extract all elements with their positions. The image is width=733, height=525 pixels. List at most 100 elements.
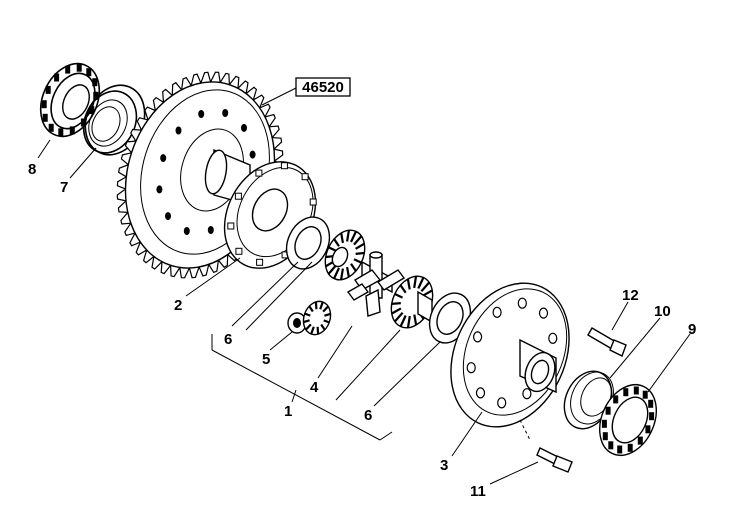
bearing-roller [42,113,48,122]
bearing-roller [86,68,92,77]
pinion-tooth [303,319,310,324]
side-gear-tooth [346,230,350,242]
bearing-roller [48,123,54,132]
ring-gear-hole [165,212,171,221]
bearing-roller [89,106,95,115]
bearing-roller [601,419,607,428]
ring-gear-hole [175,126,182,135]
bearing-roller [613,395,619,404]
leader-lines [37,87,691,485]
flange-bolt [256,258,264,266]
bearing-roller [633,386,639,395]
bearing-roller [54,73,60,82]
bearing-roller [648,399,654,408]
side-gear-tooth [399,315,407,327]
side-gear-tooth [413,314,418,326]
part-3-differential-case [450,282,570,428]
case-window [538,307,549,319]
flange-bolt [309,198,317,206]
flange-bolt [255,169,263,177]
case-window [473,331,483,343]
label-5: 5 [262,351,270,368]
ring-gear-hole [183,227,190,235]
label-6-upper: 6 [224,331,232,348]
side-gear-tooth [350,263,357,272]
side-gear-tooth [327,264,337,275]
reference-box: 46520 [295,77,351,97]
bearing-roller [76,63,82,72]
side-gear-tooth [355,251,365,255]
ring-gear-hole [156,185,163,194]
part-5-pinion-gear [287,300,332,336]
label-9: 9 [688,321,696,338]
pinion-tooth [316,326,320,335]
bearing-roller [617,445,623,454]
part-8-bearing-cone [39,62,101,138]
pinion-tooth [304,312,311,317]
ring-gear-hole [207,226,214,234]
side-gear-tooth [346,266,350,278]
bearing-roller [623,388,629,397]
flange-bolt [280,162,288,170]
ring-gear-hole [160,154,167,163]
ring-gear-hole [249,150,256,159]
part-11-bolt [536,447,573,473]
pinion-tooth [322,305,329,313]
bearing-roller [608,441,614,450]
bearing-roller [45,85,51,94]
side-gear-tooth [406,278,411,290]
flange-bolt [235,247,243,255]
pinion-tooth [310,326,315,335]
reference-number: 46520 [302,79,344,96]
side-gear-tooth [394,311,404,323]
bearing-roller [649,412,655,421]
label-6-lower: 6 [364,407,372,424]
case-window [497,397,507,409]
side-gear-tooth [340,232,344,244]
side-gear-tooth [353,235,363,246]
label-3: 3 [440,457,448,474]
bearing-roller [637,436,643,445]
spider-cross-shaft [346,251,406,317]
side-gear-tooth [422,289,433,297]
pinion-tooth [320,323,326,331]
side-gear-tooth [350,230,357,243]
flange-bolt [301,173,309,181]
bearing-roller [605,406,611,415]
callout-labels: 8 7 2 6 5 4 1 6 3 11 12 10 9 [28,161,696,500]
side-gear-tooth [391,307,402,315]
case-window [466,362,476,374]
label-11: 11 [470,483,486,500]
side-gear-tooth [353,258,362,264]
side-gear-tooth [340,268,344,280]
side-gear-tooth [413,276,418,289]
pinion-tooth [308,305,314,313]
pinion-tooth [305,323,312,331]
part-9-bearing-cone [599,384,657,456]
bearing-roller [93,91,99,100]
bearing-roller [645,425,651,434]
label-4: 4 [310,379,319,396]
label-12: 12 [622,287,639,304]
side-gear-tooth [328,246,337,252]
label-1: 1 [284,403,292,420]
side-gear-tooth [417,277,425,289]
bearing-roller [69,126,75,135]
bearing-roller [65,65,71,74]
case-window [548,332,558,344]
side-gear-tooth [333,238,340,247]
side-gear-tooth [355,242,365,250]
part-12-bolt [587,327,627,357]
side-gear-tooth [394,293,403,299]
ring-gear-hole [241,123,247,132]
bearing-roller [92,78,98,87]
part-6-thrust-washer-upper [285,216,331,270]
case-window [475,387,486,399]
case-window [522,388,532,400]
side-gear-upper [324,229,366,281]
flange-bolt [234,192,242,200]
case-window [492,306,502,318]
flange-bolt [227,222,235,230]
bearing-roller [41,100,47,109]
case-window [517,297,527,309]
